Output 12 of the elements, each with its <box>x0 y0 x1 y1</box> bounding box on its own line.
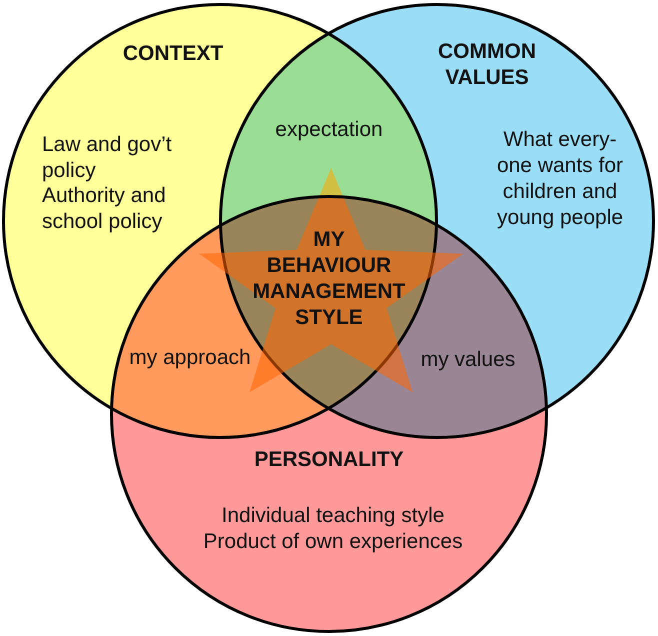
center-title: MY BEHAVIOUR MANAGEMENT STYLE <box>252 227 406 331</box>
overlap-label: my approach <box>129 345 251 371</box>
heading: PERSONALITY <box>254 447 404 473</box>
body-text: Individual teaching style <box>222 503 444 529</box>
body-text: Authority and school policy <box>42 183 167 235</box>
body-text: Product of own experiences <box>203 529 463 555</box>
heading: CONTEXT <box>122 41 224 67</box>
overlap-label: my values <box>420 347 516 373</box>
overlap-label: expectation <box>275 117 383 143</box>
body-text: Law and gov’t policy <box>42 132 173 184</box>
body-text: What every- one wants for children and young people <box>496 127 624 231</box>
heading: COMMON VALUES <box>437 39 537 91</box>
